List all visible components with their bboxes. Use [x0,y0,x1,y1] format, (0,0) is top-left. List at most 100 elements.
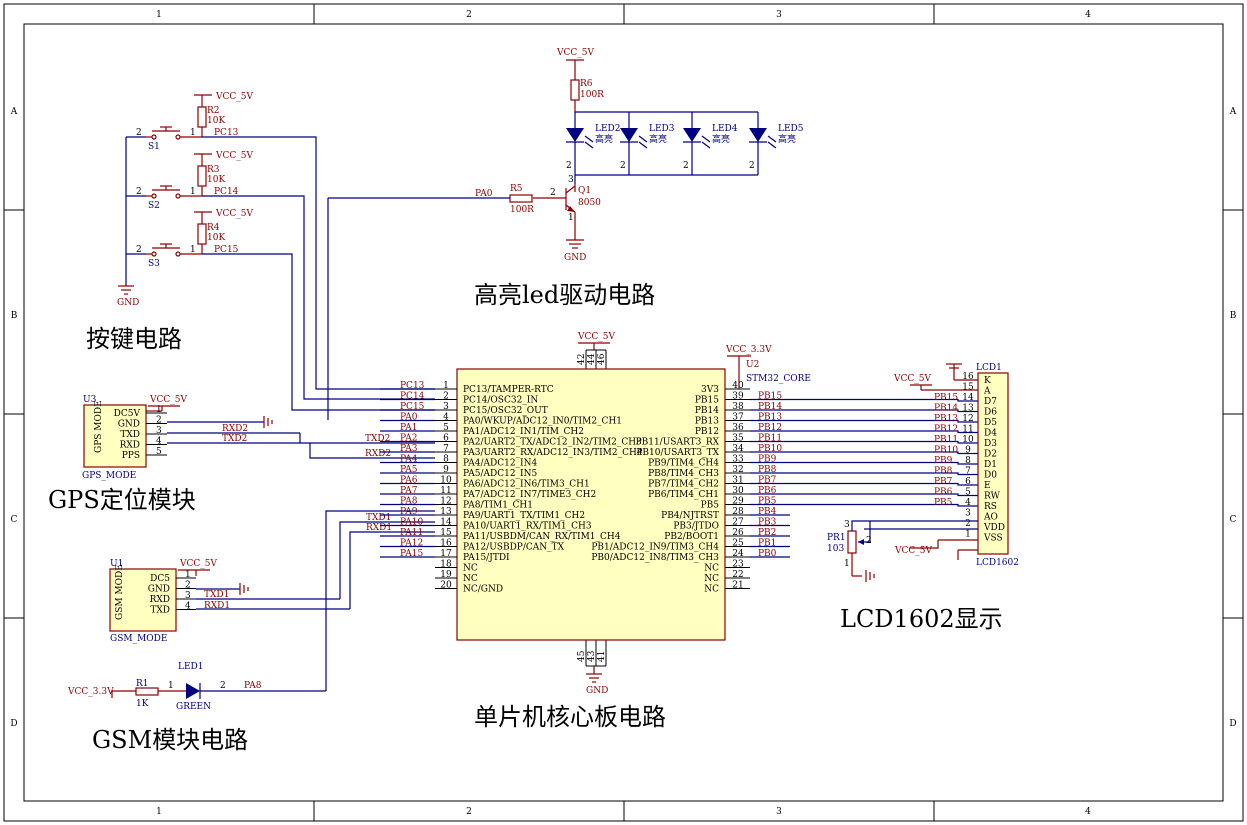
core-left-pin-num: 5 [443,423,449,433]
lcd-pin-num: 16 [962,372,974,382]
core-left-net: PC14 [400,392,425,402]
switch-pin1: 1 [190,187,196,197]
grid-col-top: 4 [1085,10,1091,20]
core-left-net: PA0 [400,413,418,423]
grid-col-bottom: 4 [1085,807,1091,817]
core-left-pin-num: 6 [443,434,449,444]
core-right-pin-num: 31 [732,476,743,486]
led-pin: 2 [683,161,689,171]
lcd1602: LCD1 LCD1602 K16A15D714PB15D613PB14D512P… [827,363,1019,582]
gsm-pin-num: 3 [185,591,191,601]
lcd-net: PB11 [934,435,958,445]
core-left-pin-num: 12 [440,497,451,507]
led-val: 高亮 [712,133,730,145]
lcd-net: PB9 [934,456,953,466]
lcd-net: PB14 [934,404,958,414]
led1-diode [186,683,200,699]
core-left-pin-num: 18 [440,560,452,570]
switch-net-label: PC13 [214,128,239,138]
lcd-pin-label: D6 [984,408,997,418]
gnd-label: GND [117,298,139,308]
core-left-pin-label: PA3/UART2_RX/ADC12_IN3/TIM2_CH4 [463,448,643,458]
grid-col-bottom: 2 [466,807,472,817]
lcd-pin-label: K [984,376,991,386]
grid-row-right: D [1229,719,1236,729]
q1-val: 8050 [578,198,601,208]
gps-pin-num: 2 [156,416,162,426]
grid-lines [4,4,1243,821]
core-right-net: PB9 [758,455,777,465]
core-left-pin-label: PA1/ADC12_IN1/TIM_CH2 [463,427,584,437]
core-left-net: PA11 [400,528,423,538]
core-right-net: PB11 [758,434,782,444]
pullup-resistor [197,165,207,187]
lcd-pin-num: 12 [962,414,973,424]
u1-ref: U1 [110,559,123,569]
lcd-name: LCD1602 [976,558,1019,568]
lcd-pin-label: E [984,481,991,491]
core-left-pin-label: PC14/OSC32_IN [463,396,538,406]
core-vcc5-label: VCC_5V [577,332,615,342]
title-lcd: LCD1602显示 [840,605,1003,633]
core-right-pin-num: 40 [732,381,744,391]
core-name: STM32_CORE [746,374,811,384]
r1-val: 1K [136,699,149,709]
core-right-net: PB3 [758,518,777,528]
grid-row-right: B [1230,311,1237,321]
pullup-vcc: VCC_5V [215,92,253,102]
core-right-pin-num: 36 [732,423,744,433]
switch-ref: S1 [148,142,160,152]
gsm-pin-num: 1 [185,570,191,580]
lcd-pin-num: 13 [962,404,974,414]
gsm-pin-label: GND [148,585,170,595]
core-left-net: PA4 [400,455,418,465]
core-bottom-pin-num: 45 [577,650,587,662]
led-ref: LED2 [595,124,621,134]
core-bottom-pin-num: 41 [597,651,607,662]
core-right-pin-label: PB9/TIM4_CH4 [648,459,719,469]
lcd-pin-num: 15 [962,383,974,393]
lcd-net: PB13 [934,414,958,424]
core-right-net: PB10 [758,444,782,454]
core-right-pin-label: PB5 [701,501,720,511]
pot-pin2: 2 [866,536,872,546]
core-right-pin-num: 25 [732,539,744,549]
core-left-pin-num: 16 [440,539,452,549]
core-right-net: PB4 [758,507,777,517]
led1-pin2: 2 [220,681,226,691]
switch-pin2: 2 [136,128,142,138]
lcd-pin-label: RS [984,502,997,512]
q1-pin1: 1 [568,213,574,223]
resistor-r6 [570,79,580,101]
led-val: 高亮 [595,133,613,145]
core-left-pin-label: PA8/TIM1_CH1 [463,501,533,511]
lcd-ref: LCD1 [976,363,1002,373]
pullup-val: 10K [207,116,225,126]
grid-row-right: A [1229,107,1237,117]
core-mcu: VCC_5V 42VCC_5V44VCC_5V46VCC_5V 45GND43G… [380,332,978,696]
core-top-pin-num: 44 [587,353,597,365]
pullup-ref: R2 [207,106,220,116]
lcd-net: PB8 [934,467,953,477]
switch-ref: S2 [148,201,160,211]
gps-rxd2-net: RXD2 [222,424,248,434]
lcd-net: PB15 [934,393,958,403]
grid-row-left: D [10,719,17,729]
grid-row-left: B [11,311,18,321]
core-right-pin-num: 39 [732,392,744,402]
pot-ref: PR1 [827,533,846,543]
core-ref: U2 [746,360,759,370]
r5-val: 100R [510,205,534,215]
core-left-pin-label: PA2/UART2_TX/ADC12_IN2/TIM2_CH3 [463,438,642,448]
core-right-pin-num: 38 [732,402,744,412]
core-right-net: PB15 [758,392,782,402]
pullup-ref: R3 [207,165,220,175]
core-right-pin-num: 30 [732,486,744,496]
lcd-pin-num: 7 [965,467,971,477]
core-left-pin-num: 4 [443,413,449,423]
